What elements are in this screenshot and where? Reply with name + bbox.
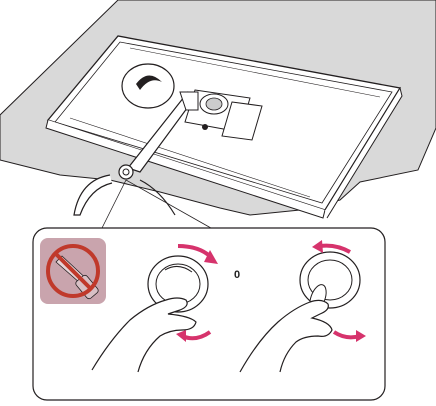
step-label: 0	[234, 269, 240, 281]
stand-base	[74, 175, 112, 215]
screwdriver-prohibited-icon	[40, 238, 106, 304]
